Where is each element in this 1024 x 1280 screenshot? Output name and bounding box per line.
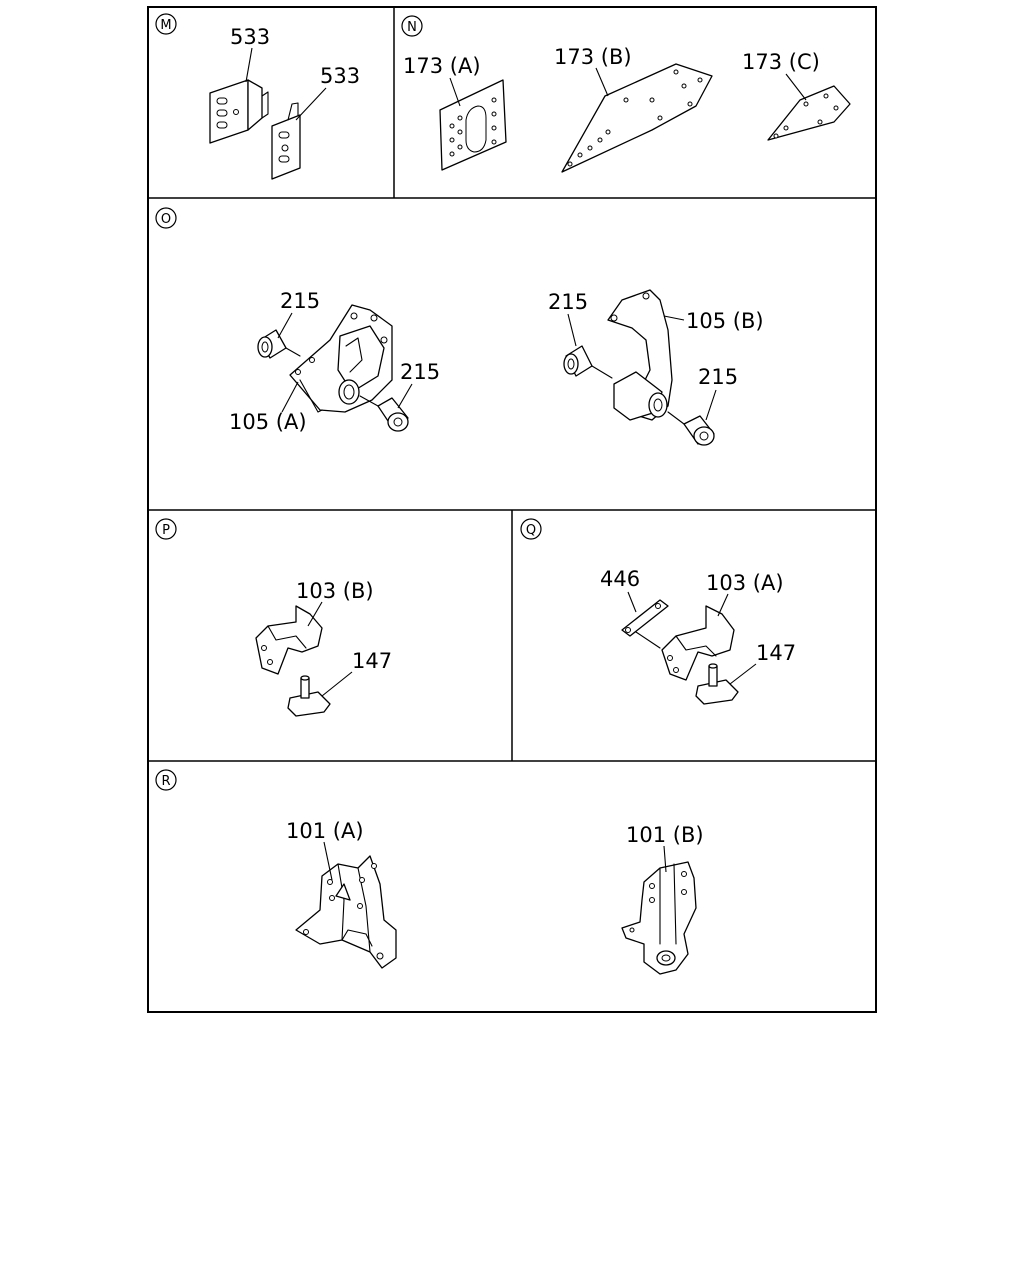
label-147-p: 147 bbox=[352, 649, 392, 673]
bracket-105a bbox=[289, 304, 393, 413]
leader-147-q bbox=[729, 663, 757, 685]
stopper-147-p bbox=[287, 675, 331, 717]
bushing-215-a2 bbox=[359, 395, 409, 432]
leader-215-a1 bbox=[277, 312, 293, 339]
label-215-a2: 215 bbox=[400, 360, 440, 384]
label-105a: 105 (A) bbox=[229, 410, 307, 434]
label-173a: 173 (A) bbox=[403, 54, 481, 78]
leader-103a bbox=[717, 593, 729, 617]
svg-text:P: P bbox=[162, 523, 170, 538]
plate-173c bbox=[767, 85, 851, 141]
leader-105b bbox=[663, 315, 685, 321]
bracket-533-right bbox=[271, 102, 301, 180]
bracket-103b bbox=[255, 605, 323, 675]
stopper-147-q bbox=[695, 663, 739, 705]
label-103a: 103 (A) bbox=[706, 571, 784, 595]
label-533-b: 533 bbox=[320, 64, 360, 88]
section-p: P 103 (B) 147 bbox=[155, 518, 392, 717]
section-marker-m: M bbox=[155, 13, 177, 35]
section-marker-o: O bbox=[155, 207, 177, 229]
leader-103b bbox=[307, 601, 323, 627]
label-173c: 173 (C) bbox=[742, 50, 820, 74]
label-215-b2: 215 bbox=[698, 365, 738, 389]
svg-text:M: M bbox=[160, 18, 171, 33]
leader-215-b2 bbox=[705, 389, 717, 421]
section-o: O 215 105 bbox=[155, 207, 764, 446]
label-147-q: 147 bbox=[756, 641, 796, 665]
bracket-101a bbox=[295, 855, 397, 969]
bushing-215-a1 bbox=[257, 329, 301, 359]
leader-173a bbox=[449, 77, 461, 107]
section-marker-p: P bbox=[155, 518, 177, 540]
bracket-103a bbox=[635, 605, 735, 681]
leader-215-a2 bbox=[397, 383, 413, 409]
leader-101a bbox=[323, 841, 333, 881]
bracket-101b bbox=[621, 861, 697, 975]
label-101a: 101 (A) bbox=[286, 819, 364, 843]
bushing-215-b1 bbox=[563, 345, 613, 379]
section-r: R 101 (A) bbox=[155, 769, 704, 975]
svg-text:Q: Q bbox=[526, 523, 536, 538]
svg-text:R: R bbox=[161, 774, 170, 789]
bracket-105b bbox=[607, 289, 673, 421]
label-446: 446 bbox=[600, 567, 640, 591]
section-marker-r: R bbox=[155, 769, 177, 791]
label-103b: 103 (B) bbox=[296, 579, 374, 603]
leader-147-p bbox=[321, 671, 353, 697]
leader-533-b bbox=[295, 87, 327, 121]
leader-446 bbox=[627, 591, 637, 613]
section-n: N bbox=[401, 15, 851, 173]
section-marker-n: N bbox=[401, 15, 423, 37]
bushing-215-b2 bbox=[667, 411, 715, 446]
svg-text:O: O bbox=[161, 212, 171, 227]
label-105b: 105 (B) bbox=[686, 309, 764, 333]
section-marker-q: Q bbox=[520, 518, 542, 540]
plate-173a bbox=[439, 79, 507, 171]
svg-text:N: N bbox=[407, 20, 417, 35]
leader-105a bbox=[281, 381, 299, 413]
plate-173b bbox=[561, 63, 713, 173]
label-533-a: 533 bbox=[230, 25, 270, 49]
section-m: M 533 533 bbox=[155, 13, 360, 180]
label-173b: 173 (B) bbox=[554, 45, 632, 69]
section-q: Q 446 103 (A) 147 bbox=[520, 518, 796, 705]
leader-101b bbox=[663, 845, 667, 873]
leader-215-b1 bbox=[567, 313, 577, 347]
leader-533-a bbox=[245, 47, 253, 83]
label-101b: 101 (B) bbox=[626, 823, 704, 847]
label-215-a1: 215 bbox=[280, 289, 320, 313]
leader-173b bbox=[595, 67, 609, 97]
plate-446 bbox=[621, 599, 669, 637]
label-215-b1: 215 bbox=[548, 290, 588, 314]
bracket-533-left bbox=[209, 79, 269, 144]
leader-173c bbox=[785, 73, 807, 101]
